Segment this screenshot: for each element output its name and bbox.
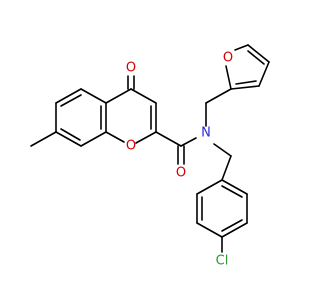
nitrogen-label: N xyxy=(201,126,211,141)
atom-o-ketone: O xyxy=(126,61,136,76)
molecule-canvas: O O O N O Cl xyxy=(30,44,270,269)
methyl-bond xyxy=(30,131,57,147)
molecule-structure: O O O N O Cl xyxy=(30,44,270,269)
pyranone-ring xyxy=(105,88,157,144)
oxygen-furan-label: O xyxy=(223,51,233,66)
atom-o-ether: O xyxy=(126,139,136,154)
furan-ring xyxy=(225,44,270,90)
chlorine-label: Cl xyxy=(216,254,229,269)
benzo-ring xyxy=(55,88,107,147)
chlorophenyl-ring xyxy=(196,179,248,238)
oxygen-ether-label: O xyxy=(126,139,136,154)
carboxamide-bond xyxy=(155,131,182,147)
amide-carbonyl-bond xyxy=(177,145,185,165)
ch2-aryl-bond xyxy=(221,155,232,181)
oxygen-amide-label: O xyxy=(176,166,186,181)
n-ch2-aryl-bond xyxy=(213,143,232,157)
atom-o-furan: O xyxy=(223,51,233,66)
c-n-bond xyxy=(180,137,197,147)
atom-o-amide: O xyxy=(176,166,186,181)
ketone-bond xyxy=(127,75,135,90)
oxygen-ketone-label: O xyxy=(126,61,136,76)
ch2-furan-bond xyxy=(205,88,232,104)
atom-cl: Cl xyxy=(216,254,229,269)
atom-n-amide: N xyxy=(201,126,211,141)
